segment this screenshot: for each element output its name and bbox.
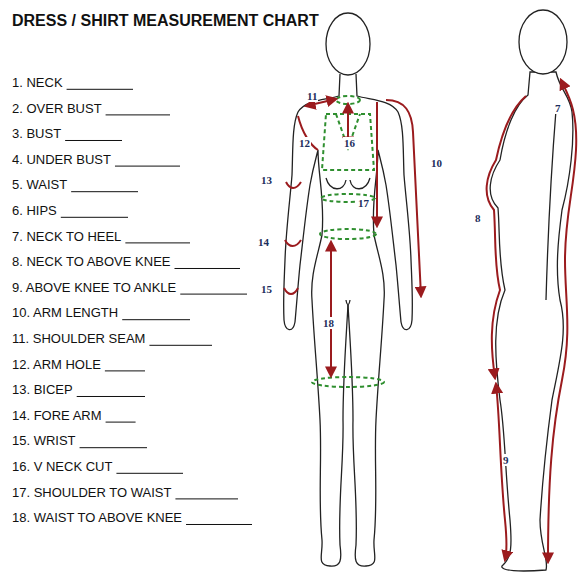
callout-number: 18 — [322, 317, 335, 329]
fill-in-line — [149, 345, 212, 346]
fill-in-line — [175, 498, 238, 499]
fill-in-line — [71, 191, 138, 192]
callout-number: 12 — [298, 137, 311, 149]
fill-in-line — [186, 524, 252, 525]
callout-number: 7 — [554, 102, 562, 114]
measurement-item: 7. NECK TO HEEL — [12, 230, 121, 244]
callout-number: 13 — [260, 174, 273, 186]
circumference-marks — [312, 96, 384, 387]
measurement-item: 6. HIPS — [12, 204, 57, 218]
measurement-lines — [284, 80, 576, 562]
fill-in-line — [106, 114, 170, 115]
measurement-item: 3. BUST — [12, 127, 61, 141]
fill-in-line — [122, 319, 190, 320]
callout-number: 9 — [502, 454, 510, 466]
measurement-item: 15. WRIST — [12, 434, 76, 448]
measurement-item: 9. ABOVE KNEE TO ANKLE — [12, 281, 176, 295]
fill-in-line — [80, 447, 147, 448]
measurement-item: 4. UNDER BUST — [12, 153, 111, 167]
fill-in-line — [67, 89, 133, 90]
measurement-item: 5. WAIST — [12, 178, 67, 192]
callout-number: 16 — [343, 137, 356, 149]
measurement-item: 13. BICEP — [12, 383, 73, 397]
side-figure — [490, 10, 573, 571]
front-figure — [284, 13, 413, 566]
fill-in-line — [106, 422, 136, 423]
measurement-item: 11. SHOULDER SEAM — [12, 332, 145, 346]
fill-in-line — [65, 140, 122, 141]
measurement-item: 1. NECK — [12, 76, 63, 90]
fill-in-line — [125, 242, 190, 243]
callout-number: 11 — [306, 90, 318, 102]
measurement-item: 10. ARM LENGTH — [12, 306, 118, 320]
fill-in-line — [105, 370, 145, 371]
fill-in-line — [77, 396, 145, 397]
callout-number: 14 — [257, 236, 270, 248]
callout-number: 10 — [430, 157, 443, 169]
measurement-item: 18. WAIST TO ABOVE KNEE — [12, 511, 182, 525]
callout-number: 8 — [474, 212, 482, 224]
measurement-item: 8. NECK TO ABOVE KNEE — [12, 255, 170, 269]
measurement-item: 12. ARM HOLE — [12, 358, 101, 372]
measurement-item: 16. V NECK CUT — [12, 460, 112, 474]
fill-in-line — [116, 473, 183, 474]
measurement-item: 14. FORE ARM — [12, 409, 102, 423]
callout-number: 15 — [260, 283, 273, 295]
chart-title: DRESS / SHIRT MEASUREMENT CHART — [12, 12, 319, 30]
measurement-item: 17. SHOULDER TO WAIST — [12, 486, 171, 500]
fill-in-line — [61, 217, 128, 218]
callout-number: 17 — [357, 197, 370, 209]
fill-in-line — [180, 294, 247, 295]
fill-in-line — [115, 166, 180, 167]
measurement-item: 2. OVER BUST — [12, 102, 102, 116]
fill-in-line — [174, 268, 240, 269]
